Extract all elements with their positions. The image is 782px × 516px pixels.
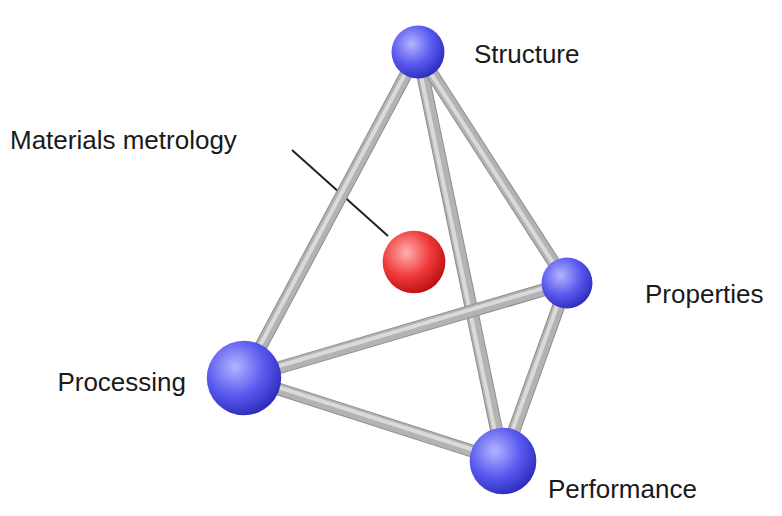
rod-line: [257, 73, 405, 350]
corner-sphere: Properties: [541, 257, 593, 309]
node-label: Processing: [57, 368, 186, 398]
rod-connector: [429, 70, 555, 264]
sphere-fill: [207, 341, 281, 415]
rod-line: [511, 304, 558, 434]
sphere-fill: [383, 231, 446, 294]
sphere-fill: [542, 258, 593, 309]
corner-sphere: Performance: [469, 427, 537, 495]
corner-sphere: Processing: [206, 340, 282, 416]
node-label: Properties: [645, 280, 764, 310]
sphere-shape: [469, 427, 537, 495]
sphere-fill: [392, 26, 445, 79]
node-label: Structure: [474, 40, 580, 70]
sphere-shape: [206, 340, 282, 416]
sphere-shape: [541, 257, 593, 309]
rod-connector: [511, 304, 560, 435]
rod-connector: [274, 386, 475, 452]
rod-line: [429, 70, 554, 263]
metrology-sphere: Materials metrology: [382, 230, 446, 294]
node-label: Performance: [548, 475, 697, 505]
sphere-shape: [391, 25, 445, 79]
node-label: Materials metrology: [10, 126, 237, 156]
corner-sphere: Structure: [391, 25, 445, 79]
sphere-fill: [470, 428, 537, 495]
rod-connector: [275, 287, 546, 369]
rod-line: [276, 287, 547, 367]
rod-connector: [257, 72, 407, 350]
sphere-shape: [382, 230, 446, 294]
rod-line: [274, 386, 475, 450]
